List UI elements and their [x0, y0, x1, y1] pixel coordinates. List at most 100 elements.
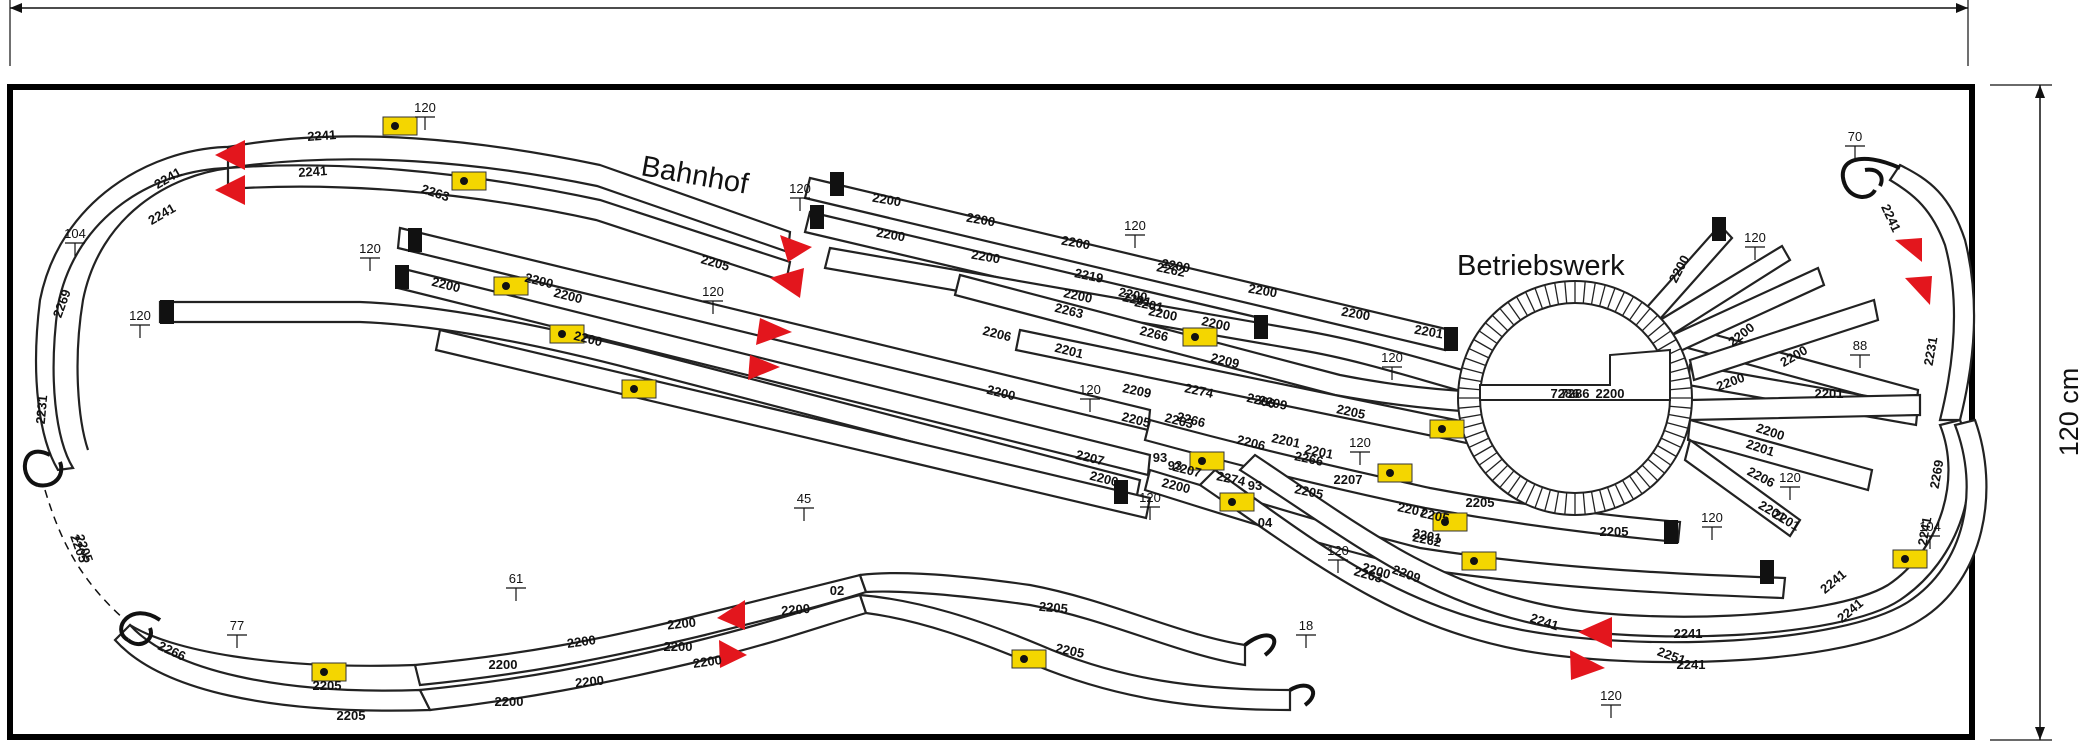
- track-piece-label: 2205: [1466, 495, 1495, 510]
- turntable-tick: [1458, 387, 1481, 391]
- height-marker-label: 104: [1919, 519, 1941, 534]
- turntable-tick: [1473, 444, 1494, 458]
- turntable-tick: [1606, 287, 1616, 309]
- height-marker-label: 61: [509, 571, 523, 586]
- height-marker-label: 120: [789, 181, 811, 196]
- track-piece-label: 2200: [871, 190, 902, 210]
- track-piece-label: 2200: [1200, 313, 1231, 334]
- height-marker-label: 120: [1327, 543, 1349, 558]
- track-piece-label: 2200: [1062, 285, 1093, 306]
- turntable-tick: [1468, 347, 1490, 359]
- track-piece-label: 2231: [33, 395, 50, 425]
- track-piece-label: 2200: [489, 657, 518, 672]
- turntable-tick: [1669, 387, 1692, 391]
- height-marker-label: 18: [1299, 618, 1313, 633]
- track-piece-label: 2200: [692, 652, 723, 671]
- track-piece-label: 2241: [307, 127, 337, 144]
- arrow-marker: [1895, 238, 1922, 262]
- arrow-marker: [1570, 650, 1605, 680]
- arrow-marker: [719, 640, 747, 668]
- height-marker-label: 70: [1848, 129, 1862, 144]
- track-piece-label: 2200: [1245, 390, 1277, 412]
- turntable-tick: [1647, 458, 1666, 474]
- turntable-tick: [1668, 377, 1691, 383]
- track-piece-label: 2201: [1815, 386, 1844, 401]
- track-piece-label: 2205: [313, 678, 342, 693]
- track-piece-label: 2266: [1293, 448, 1324, 469]
- track-piece-label: 2200: [1160, 475, 1192, 497]
- turntable-tick: [1564, 281, 1568, 304]
- arrow-marker: [717, 600, 745, 630]
- track-piece-label: 2207: [1396, 499, 1427, 520]
- turntable-tick: [1590, 491, 1596, 514]
- height-dimension-label: 120 cm: [2054, 368, 2084, 457]
- track-piece-label: 2263: [1053, 300, 1085, 322]
- track-piece-label: 2201: [1133, 294, 1164, 315]
- turntable-tick: [1582, 281, 1586, 304]
- track-piece-label: 2200: [1117, 284, 1148, 305]
- track-piece-label: 2231: [1921, 336, 1941, 367]
- signal-box: [1432, 512, 1468, 532]
- signal-lamp: [1441, 518, 1449, 526]
- track-piece-label: 2241: [1915, 516, 1935, 547]
- track-piece-label: 2209: [1121, 380, 1152, 401]
- track-piece-label: 2205: [1120, 409, 1152, 431]
- signal-lamp: [1438, 425, 1446, 433]
- signal-boxes: [311, 116, 1928, 682]
- track-piece-label: 2205: [1038, 599, 1068, 616]
- track-piece-label: 2200: [552, 285, 584, 307]
- track-piece-label: 2219: [1073, 265, 1104, 286]
- turntable-tick: [1459, 377, 1482, 383]
- signal-lamp: [1228, 498, 1236, 506]
- track-piece-label: 2200: [574, 673, 604, 691]
- signal-lamp: [1470, 557, 1478, 565]
- turntable-tick: [1458, 405, 1481, 409]
- track-piece-label: 2200: [1060, 233, 1091, 253]
- height-marker-label: 120: [702, 284, 724, 299]
- track-piece-label: 2205: [1419, 505, 1450, 526]
- track-piece-label: 2205: [337, 708, 366, 723]
- turntable-tick: [1666, 421, 1689, 429]
- arrow-marker: [215, 175, 245, 205]
- turntable-tick: [1491, 314, 1509, 332]
- buffer-stop: [810, 205, 824, 229]
- turntable: 7286: [1457, 280, 1693, 516]
- turntable-tick: [1656, 338, 1677, 352]
- height-marker-label: 120: [1701, 510, 1723, 525]
- turntable-tick: [1554, 491, 1560, 514]
- height-marker-label: 120: [1744, 230, 1766, 245]
- track-piece-label: 93: [1153, 450, 1167, 465]
- turntable-tick: [1461, 421, 1484, 429]
- turntable-tick: [1554, 282, 1560, 305]
- track-piece-label: 2200: [495, 694, 524, 709]
- height-marker-label: 120: [1779, 470, 1801, 485]
- signal-box: [1892, 549, 1928, 569]
- tracks: [22, 135, 1988, 712]
- track-piece-label: 2200: [523, 270, 555, 292]
- height-marker-label: 120: [129, 308, 151, 323]
- turntable-tick: [1652, 330, 1672, 345]
- track-piece-label: 2200: [970, 247, 1001, 267]
- turntable-tick: [1641, 314, 1659, 332]
- turntable-tick: [1468, 437, 1490, 449]
- track-piece-label: 2206: [981, 323, 1013, 345]
- signal-box: [382, 116, 418, 136]
- turntable-tick: [1507, 475, 1522, 495]
- signal-lamp: [502, 282, 510, 290]
- signal-box: [1189, 451, 1225, 471]
- turntable-tick: [1499, 307, 1515, 326]
- track-piece-label: 2266: [1138, 323, 1170, 345]
- height-marker-label: 120: [1600, 688, 1622, 703]
- track-piece-label: 2200: [666, 615, 696, 633]
- track-piece-label: 2263: [1163, 410, 1195, 432]
- turntable-tick: [1656, 444, 1677, 458]
- buffer-stop: [1444, 327, 1458, 351]
- track-piece-label: 2200: [1160, 256, 1191, 276]
- signal-box: [493, 276, 529, 296]
- signal-lamp: [1020, 655, 1028, 663]
- track-piece-label: 2200: [985, 382, 1017, 404]
- signal-box: [1461, 551, 1497, 571]
- turntable-tick: [1491, 464, 1509, 482]
- turntable-tick: [1524, 483, 1536, 505]
